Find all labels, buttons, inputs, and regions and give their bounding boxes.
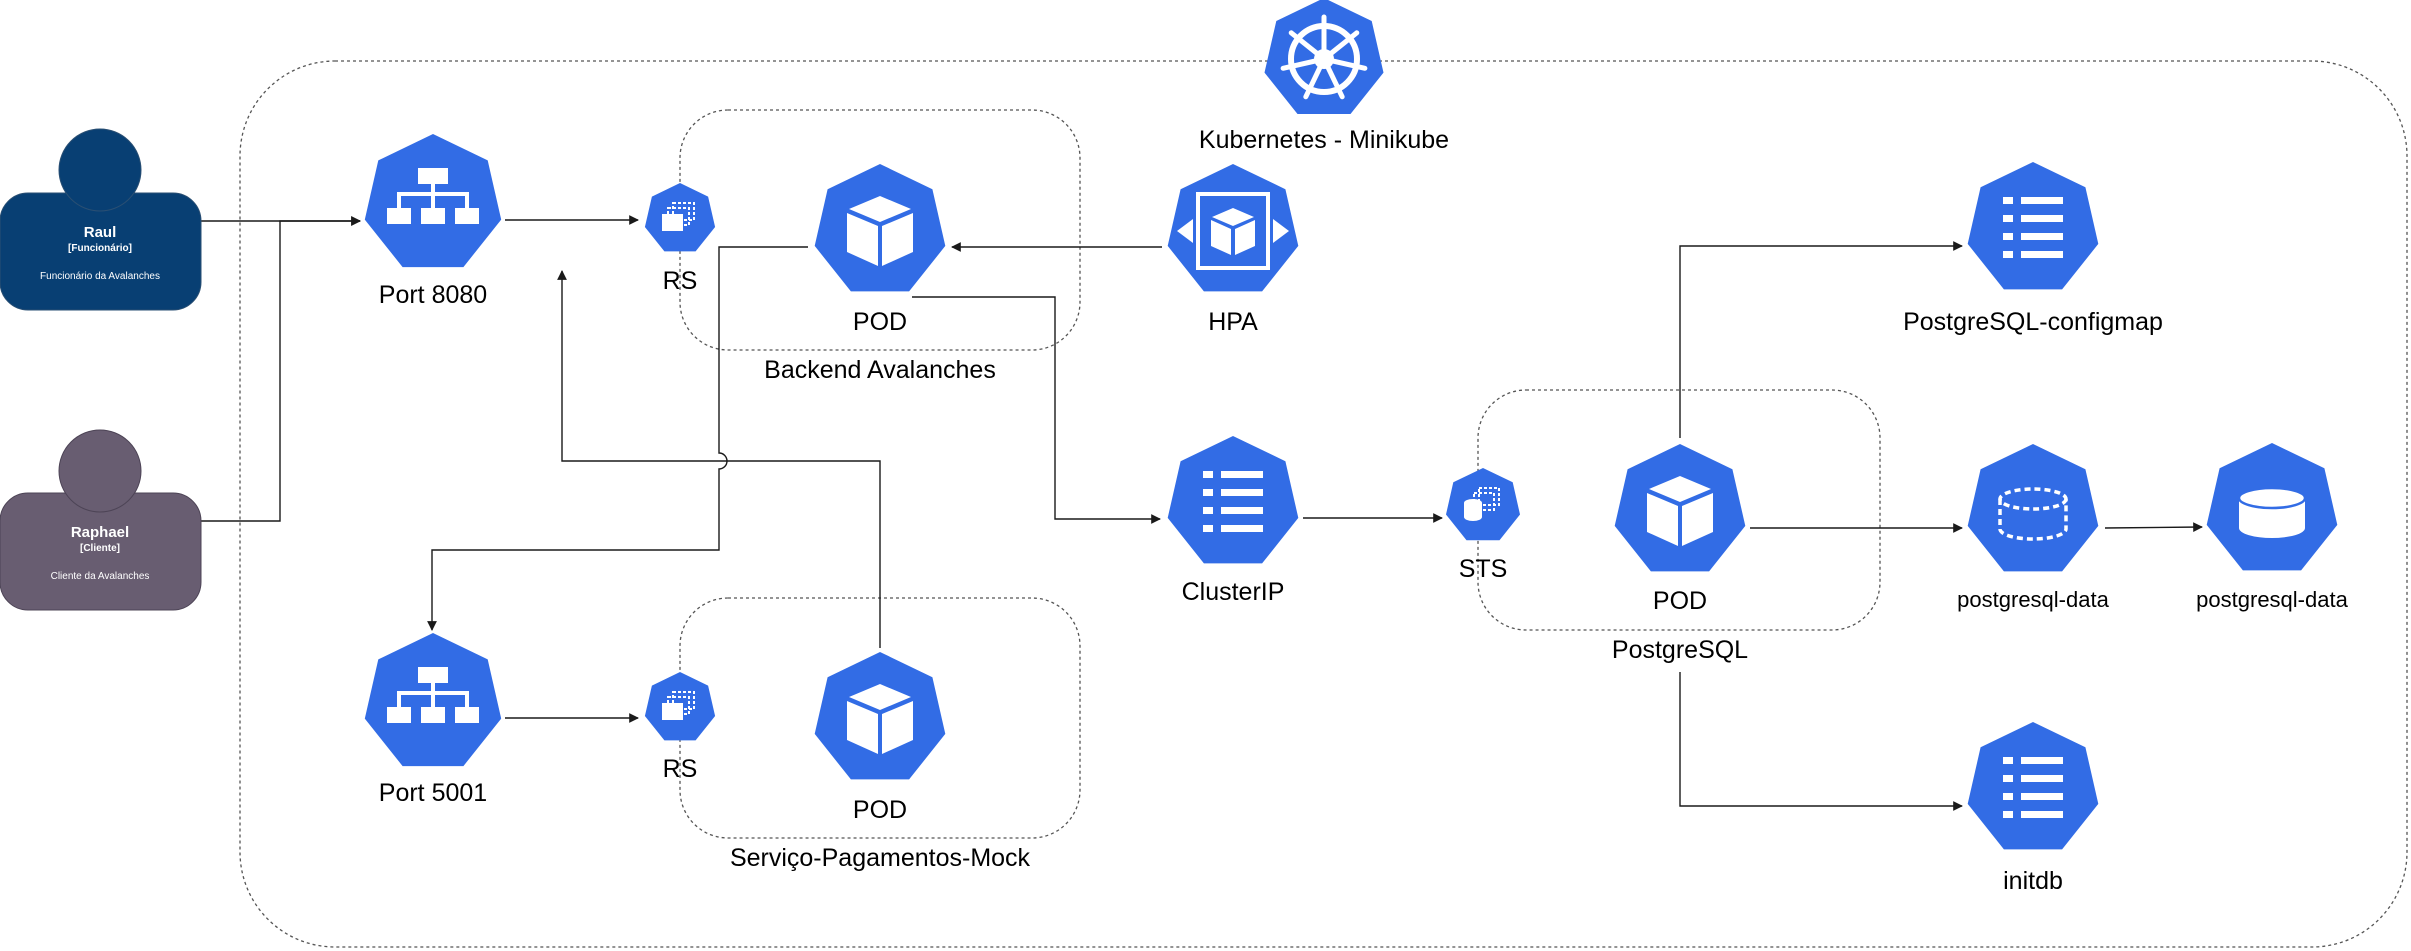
pod-payments-icon [814,652,946,780]
pod-postgres-label: POD [1653,587,1707,615]
edge-raphael-port8080 [200,216,361,522]
kubernetes-logo-icon [1264,0,1384,114]
actor-raul-role: [Funcionário] [68,243,132,254]
replicaset-backend-icon [644,183,716,252]
group-postgres-label: PostgreSQL [1612,636,1748,664]
initdb-label: initdb [2003,867,2063,895]
edge-pvc-pv [2104,522,2203,532]
group-backend-box [679,109,1081,351]
edge-pod-clusterip [912,296,1161,524]
actor-raphael: Raphael [Cliente] Cliente da Avalanches [0,429,202,611]
actor-raul-name: Raul [84,224,117,241]
pv-icon [2206,443,2338,571]
edge-payments-port8080 [557,270,881,648]
edge-pod-initdb [1679,672,1963,811]
actor-raphael-role: [Cliente] [80,543,120,554]
sts-label: STS [1459,555,1508,583]
service-port5001-icon [364,633,502,767]
pod-backend-icon [814,164,946,292]
rs-backend-label: RS [663,267,698,295]
hpa-icon [1167,164,1299,292]
group-payments-label: Serviço-Pagamentos-Mock [730,844,1031,872]
pvc-icon [1967,444,2099,572]
pod-backend-label: POD [853,308,907,336]
group-backend-label: Backend Avalanches [764,356,996,384]
cluster-boundary [239,60,2408,948]
actor-raul-head [58,128,142,212]
initdb-icon [1967,722,2099,850]
service-port8080-icon [364,134,502,268]
configmap-icon [1967,162,2099,290]
group-postgres-box [1477,389,1881,631]
replicaset-payments-icon [644,672,716,741]
actor-raphael-name: Raphael [71,524,129,541]
actor-raul: Raul [Funcionário] Funcionário da Avalan… [0,128,202,311]
edge-pod-port5001 [427,246,808,631]
rs-payments-label: RS [663,755,698,783]
actor-raphael-head [58,429,142,513]
clusterip-label: ClusterIP [1182,578,1285,606]
pv-label: postgresql-data [2196,587,2348,612]
actor-raul-description: Funcionário da Avalanches [40,271,160,282]
hpa-label: HPA [1208,308,1258,336]
statefulset-icon [1446,468,1520,541]
configmap-label: PostgreSQL-configmap [1903,308,2163,336]
clusterip-icon [1167,436,1299,564]
cluster-title: Kubernetes - Minikube [1199,126,1449,154]
port5001-label: Port 5001 [379,779,487,807]
pvc-label: postgresql-data [1957,587,2109,612]
port8080-label: Port 8080 [379,281,487,309]
pod-postgres-icon [1614,444,1746,572]
edges [200,215,2203,811]
pod-payments-label: POD [853,796,907,824]
actor-raphael-description: Cliente da Avalanches [51,571,150,582]
edge-pod-configmap [1679,241,1963,438]
